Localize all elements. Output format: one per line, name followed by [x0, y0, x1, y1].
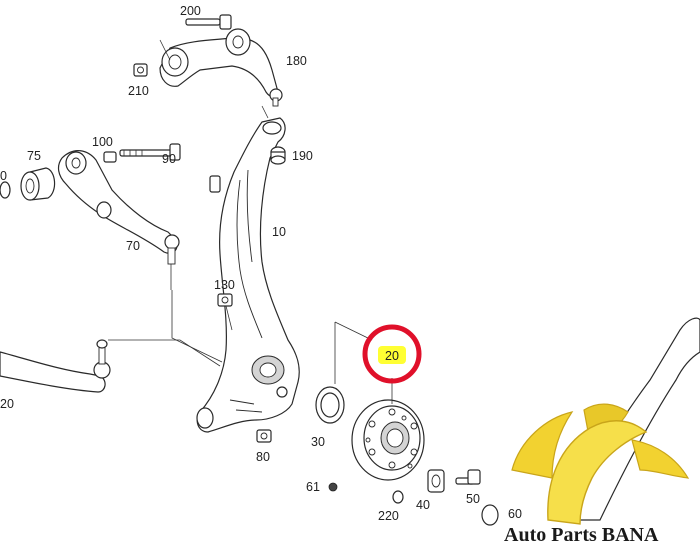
- label-190: 190: [292, 149, 313, 163]
- label-130: 130: [214, 278, 235, 292]
- label-10: 10: [272, 225, 286, 239]
- label-60: 60: [508, 507, 522, 521]
- seal-ring-30[interactable]: [315, 386, 345, 424]
- label-75: 75: [27, 149, 41, 163]
- label-30: 30: [311, 435, 325, 449]
- wheel-hub-20[interactable]: [351, 399, 425, 481]
- label-tie-rod: 20: [0, 397, 14, 411]
- label-20-highlighted: 20: [385, 349, 399, 363]
- watermark-logo: Auto Parts BANA: [504, 317, 700, 546]
- banana-fruit: [547, 420, 648, 525]
- label-200: 200: [180, 4, 201, 18]
- label-180: 180: [286, 54, 307, 68]
- washer-left[interactable]: [0, 181, 11, 199]
- nut-100[interactable]: [103, 151, 117, 163]
- upper-control-arm[interactable]: [159, 28, 283, 107]
- screw-61[interactable]: [328, 482, 338, 492]
- steering-knuckle[interactable]: [196, 117, 300, 433]
- watermark-text: Auto Parts BANA: [504, 524, 659, 546]
- label-edge: 0: [0, 169, 7, 183]
- part-labels: 200 180 210 100 75 90 190 10 70 130 20 0…: [0, 4, 522, 523]
- bolt-190[interactable]: [270, 146, 286, 165]
- washer-220[interactable]: [392, 490, 404, 504]
- label-40: 40: [416, 498, 430, 512]
- label-80: 80: [256, 450, 270, 464]
- lower-control-arm[interactable]: [57, 150, 180, 290]
- bolt-200[interactable]: [185, 14, 232, 30]
- nut-130[interactable]: [217, 293, 233, 307]
- bushing-75[interactable]: [20, 167, 56, 201]
- bolt-50[interactable]: [455, 469, 481, 485]
- cap-60[interactable]: [481, 504, 499, 526]
- label-220: 220: [378, 509, 399, 523]
- label-61: 61: [306, 480, 320, 494]
- highlight-part-20[interactable]: 20: [362, 324, 422, 384]
- nut-210[interactable]: [133, 63, 148, 77]
- label-100: 100: [92, 135, 113, 149]
- label-50: 50: [466, 492, 480, 506]
- label-70: 70: [126, 239, 140, 253]
- banana-peel-left: [511, 411, 574, 479]
- label-210: 210: [128, 84, 149, 98]
- banana-peel-right: [631, 439, 690, 479]
- nut-80[interactable]: [256, 429, 272, 443]
- bracket-40[interactable]: [427, 469, 445, 493]
- tie-rod[interactable]: [0, 339, 111, 393]
- bolt-90[interactable]: [119, 143, 181, 161]
- label-90: 90: [162, 152, 176, 166]
